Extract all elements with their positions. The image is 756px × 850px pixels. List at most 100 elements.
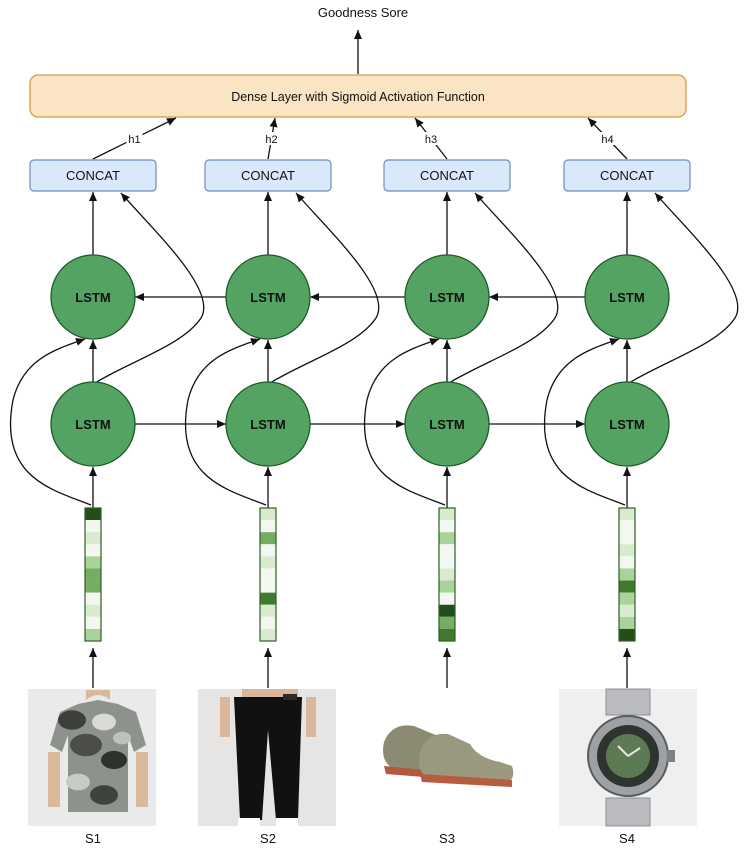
- concat-label: CONCAT: [241, 168, 295, 183]
- skip-to-backward-lstm: [9, 338, 92, 506]
- embedding-vector: [84, 507, 102, 642]
- skip-to-backward-lstm: [363, 338, 446, 506]
- lstm-label: LSTM: [429, 417, 464, 432]
- embedding-vector: [438, 507, 456, 642]
- watch-hand: [617, 745, 629, 757]
- embedding-cell: [439, 604, 455, 617]
- embedding-vector: [618, 507, 636, 642]
- hand-left: [220, 697, 230, 737]
- embedding-cell: [439, 508, 455, 521]
- wristwatch: [283, 694, 297, 700]
- product-image-3: [383, 725, 514, 787]
- skip-to-concat: [448, 192, 559, 384]
- forward-lstm-cell: [404, 381, 490, 467]
- item-label: S3: [439, 831, 455, 846]
- camo-patch: [58, 710, 86, 730]
- embedding-cell: [85, 544, 101, 557]
- embedding-cell: [439, 580, 455, 593]
- arm-left: [48, 752, 60, 807]
- camo-patch: [92, 713, 116, 731]
- concat-box: [563, 159, 691, 192]
- skip-to-concat: [94, 192, 205, 384]
- embedding-vector: [259, 507, 277, 642]
- hidden-state-label: h3: [425, 134, 437, 146]
- hidden-state-label: h4: [601, 134, 613, 146]
- embedding-cell: [260, 580, 276, 593]
- skip-to-concat: [628, 192, 739, 384]
- concat-box: [383, 159, 511, 192]
- embedding-cell: [439, 628, 455, 641]
- embedding-cell: [619, 592, 635, 605]
- embedding-cell: [439, 556, 455, 569]
- embedding-cell: [85, 592, 101, 605]
- embedding-cell: [85, 532, 101, 545]
- product-image-4: [559, 688, 697, 827]
- embedding-cell: [260, 628, 276, 641]
- shoe-left: [238, 818, 260, 826]
- concat-box: [29, 159, 157, 192]
- lstm-label: LSTM: [250, 417, 285, 432]
- embedding-cell: [85, 568, 101, 581]
- dense-layer-box: [29, 74, 687, 118]
- embedding-cell: [260, 604, 276, 617]
- camo-patch: [70, 733, 102, 757]
- item-label: S4: [619, 831, 635, 846]
- hidden-label-bg: [126, 132, 143, 145]
- embedding-cell: [260, 508, 276, 521]
- backward-lstm-cell: [50, 254, 136, 340]
- embedding-cell: [85, 616, 101, 629]
- camo-patch: [66, 773, 90, 791]
- torso: [242, 689, 298, 697]
- hidden-label-bg: [423, 132, 439, 145]
- neck: [86, 690, 110, 700]
- lstm-label: LSTM: [250, 290, 285, 305]
- embedding-cell: [619, 508, 635, 521]
- camo-patch: [90, 785, 118, 805]
- embedding-cell: [619, 580, 635, 593]
- embedding-cell: [260, 520, 276, 533]
- lstm-label: LSTM: [75, 290, 110, 305]
- watch-strap-top: [605, 688, 651, 716]
- embedding-cell: [260, 556, 276, 569]
- black-jeans-shape: [234, 697, 302, 820]
- embedding-cell: [439, 544, 455, 557]
- skip-to-backward-lstm: [184, 338, 267, 506]
- backward-lstm-cell: [225, 254, 311, 340]
- watch-hand: [627, 747, 641, 757]
- embedding-cell: [619, 544, 635, 557]
- hidden-label-bg: [599, 132, 616, 145]
- embedding-cell: [439, 568, 455, 581]
- lstm-label: LSTM: [429, 290, 464, 305]
- embedding-cell: [619, 628, 635, 641]
- backward-lstm-cell: [404, 254, 490, 340]
- embedding-cell: [260, 568, 276, 581]
- embedding-cell: [439, 616, 455, 629]
- embedding-cell: [619, 604, 635, 617]
- concat-label: CONCAT: [420, 168, 474, 183]
- forward-lstm-cell: [50, 381, 136, 467]
- embedding-cell: [439, 532, 455, 545]
- embedding-cell: [260, 592, 276, 605]
- dense-layer-label: Dense Layer with Sigmoid Activation Func…: [231, 90, 485, 104]
- product-image-1: [28, 689, 156, 826]
- embedding-cell: [260, 616, 276, 629]
- hidden-state-label: h1: [128, 134, 140, 146]
- watch-strap-bottom: [605, 797, 651, 827]
- forward-lstm-cell: [584, 381, 670, 467]
- hand-right: [306, 697, 316, 737]
- embedding-cell: [619, 568, 635, 581]
- columns-layer: h1CONCATLSTMLSTMS1h2CONCATLSTMLSTMS2h3CO…: [9, 117, 739, 846]
- shoe-right: [276, 818, 298, 826]
- sneaker-front-sole: [420, 774, 512, 787]
- camo-patch: [101, 750, 127, 770]
- arm-right: [136, 752, 148, 807]
- lstm-label: LSTM: [609, 290, 644, 305]
- embedding-cell: [619, 532, 635, 545]
- embedding-cell: [619, 520, 635, 533]
- skip-to-backward-lstm: [543, 338, 626, 506]
- camo-patch: [113, 731, 131, 745]
- forward-lstm-cell: [225, 381, 311, 467]
- embedding-cell: [85, 520, 101, 533]
- hidden-state-label: h2: [265, 134, 277, 146]
